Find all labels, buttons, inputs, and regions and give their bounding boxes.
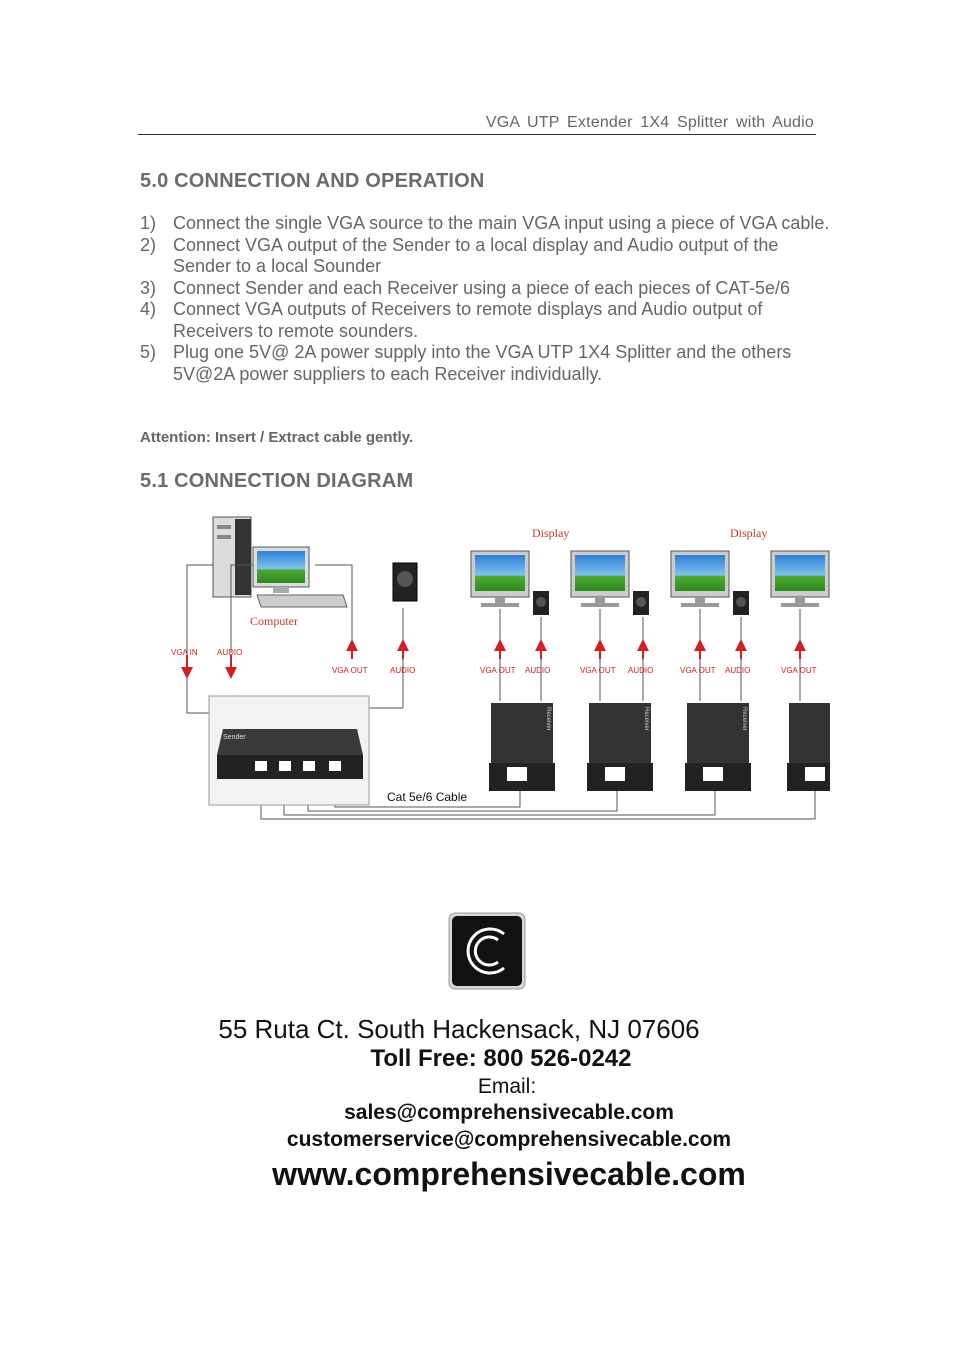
vga-out-label: VGA OUT — [480, 666, 516, 675]
receiver-device: Receiver — [489, 703, 555, 791]
speaker-icon — [533, 591, 549, 615]
speaker-icon — [733, 591, 749, 615]
vga-out-label: VGA OUT — [332, 666, 368, 675]
audio-label: AUDIO — [390, 666, 415, 675]
display-icon — [570, 550, 630, 607]
list-item: 1)Connect the single VGA source to the m… — [140, 213, 830, 233]
signal-arrows — [181, 639, 806, 679]
audio-label: AUDIO — [628, 666, 653, 675]
svg-text:Receiver: Receiver — [545, 707, 551, 731]
receiver-device: Receiver — [685, 703, 751, 791]
computer-label: Computer — [250, 614, 298, 628]
header-title: VGA UTP Extender 1X4 Splitter with Audio — [485, 114, 814, 131]
service-email-link[interactable]: customerservice@comprehensivecable.com — [286, 1128, 732, 1151]
company-address: 55 Ruta Ct. South Hackensack, NJ 07606 — [218, 1014, 700, 1044]
display-icon — [670, 550, 730, 607]
receiver-device: Receiver — [587, 703, 653, 791]
vga-in-label: VGA IN — [171, 648, 198, 657]
display-icon — [470, 550, 530, 607]
vga-out-label: VGA OUT — [580, 666, 616, 675]
audio-label: AUDIO — [217, 648, 242, 657]
display-label: Display — [532, 526, 569, 540]
email-label: Email: — [477, 1075, 537, 1098]
section-title-diagram: 5.1 CONNECTION DIAGRAM — [140, 470, 414, 492]
company-logo-icon — [448, 912, 526, 990]
list-item: 5)Plug one 5V@ 2A power supply into the … — [140, 342, 792, 384]
audio-label: AUDIO — [725, 666, 750, 675]
sender-label: Sender — [223, 734, 246, 741]
vga-out-label: VGA OUT — [781, 666, 817, 675]
receiver-device — [787, 703, 830, 791]
display-label: Display — [730, 526, 767, 540]
cable-label: Cat 5e/6 Cable — [387, 790, 467, 804]
computer-icon — [212, 516, 348, 608]
list-item: 2)Connect VGA output of the Sender to a … — [140, 234, 779, 277]
sender-device: Sender — [217, 729, 363, 779]
connection-diagram: Computer Display Display — [171, 516, 830, 820]
speaker-icon — [633, 591, 649, 615]
speaker-icon — [392, 562, 418, 602]
sales-email-link[interactable]: sales@comprehensivecable.com — [344, 1101, 674, 1124]
list-item: 3)Connect Sender and each Receiver using… — [140, 277, 791, 298]
display-icon — [770, 550, 830, 607]
section-title-connection: 5.0 CONNECTION AND OPERATION — [140, 170, 485, 192]
list-item: 4)Connect VGA outputs of Receivers to re… — [140, 299, 763, 341]
svg-text:Receiver: Receiver — [741, 707, 747, 731]
audio-label: AUDIO — [525, 666, 550, 675]
svg-text:Receiver: Receiver — [643, 707, 649, 731]
website-link[interactable]: www.comprehensivecable.com — [272, 1156, 746, 1192]
page-header: VGA UTP Extender 1X4 Splitter with Audio — [138, 112, 816, 135]
toll-free-number: Toll Free: 800 526-0242 — [370, 1045, 632, 1072]
vga-out-label: VGA OUT — [680, 666, 716, 675]
attention-note: Attention: Insert / Extract cable gently… — [140, 429, 414, 446]
steps-list: 1)Connect the single VGA source to the m… — [140, 213, 830, 385]
